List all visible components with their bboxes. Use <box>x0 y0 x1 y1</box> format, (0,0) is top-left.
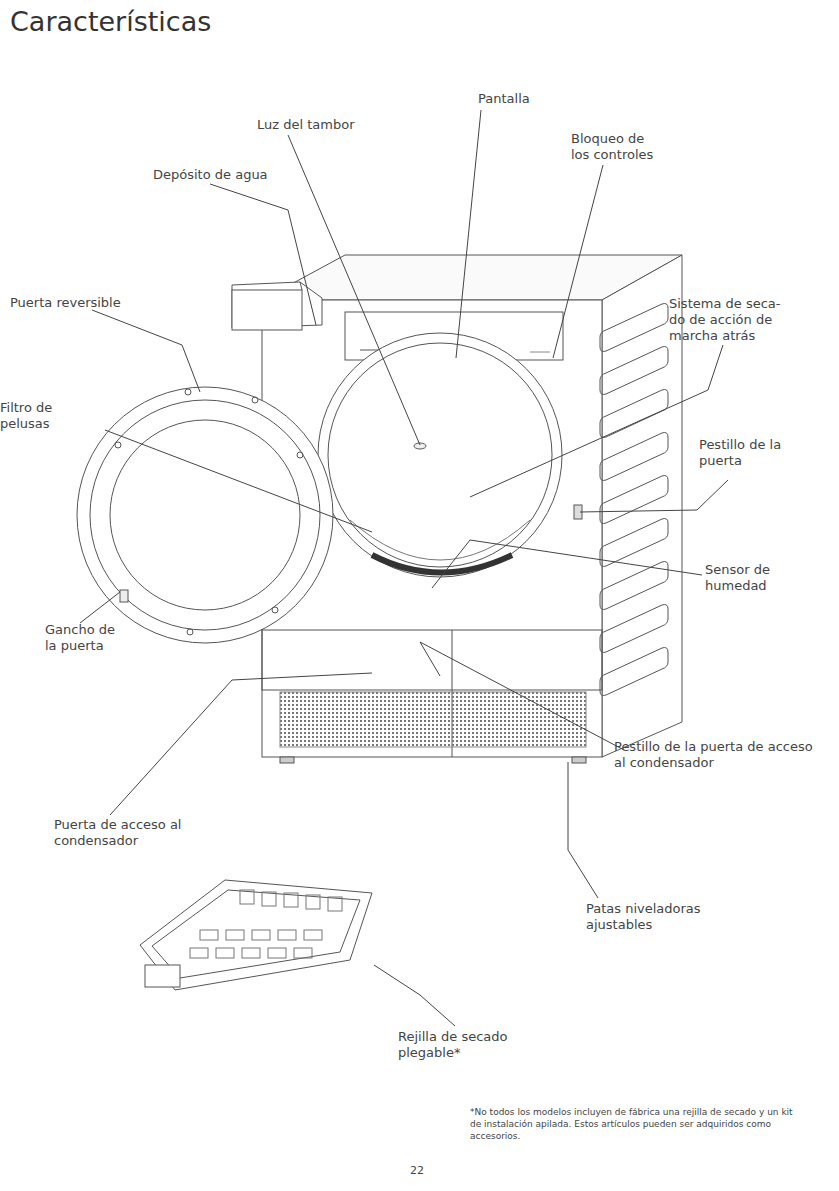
footnote: *No todos los modelos incluyen de fábric… <box>470 1106 805 1142</box>
part-label: Gancho de la puerta <box>45 622 130 654</box>
part-label: Sensor de humedad <box>705 562 785 594</box>
part-label: Pestillo de la puerta <box>699 437 789 469</box>
part-label: Puerta de acceso al condensador <box>54 817 184 849</box>
part-label: Bloqueo de los controles <box>571 131 666 163</box>
page-number: 22 <box>410 1164 450 1178</box>
part-label: Patas niveladoras ajustables <box>586 901 716 933</box>
part-label: Depósito de agua <box>153 167 293 183</box>
part-label: Pestillo de la puerta de acceso al conde… <box>614 739 814 771</box>
leader-lines <box>80 110 728 1026</box>
part-label: Sistema de seca- do de acción de marcha … <box>669 296 787 344</box>
part-label: Pantalla <box>478 91 568 107</box>
part-label: Puerta reversible <box>10 295 150 311</box>
part-label: Luz del tambor <box>257 117 397 133</box>
part-label: Filtro de pelusas <box>0 400 78 432</box>
page-title: Características <box>10 6 211 38</box>
part-label: Rejilla de secado plegable* <box>398 1029 508 1061</box>
